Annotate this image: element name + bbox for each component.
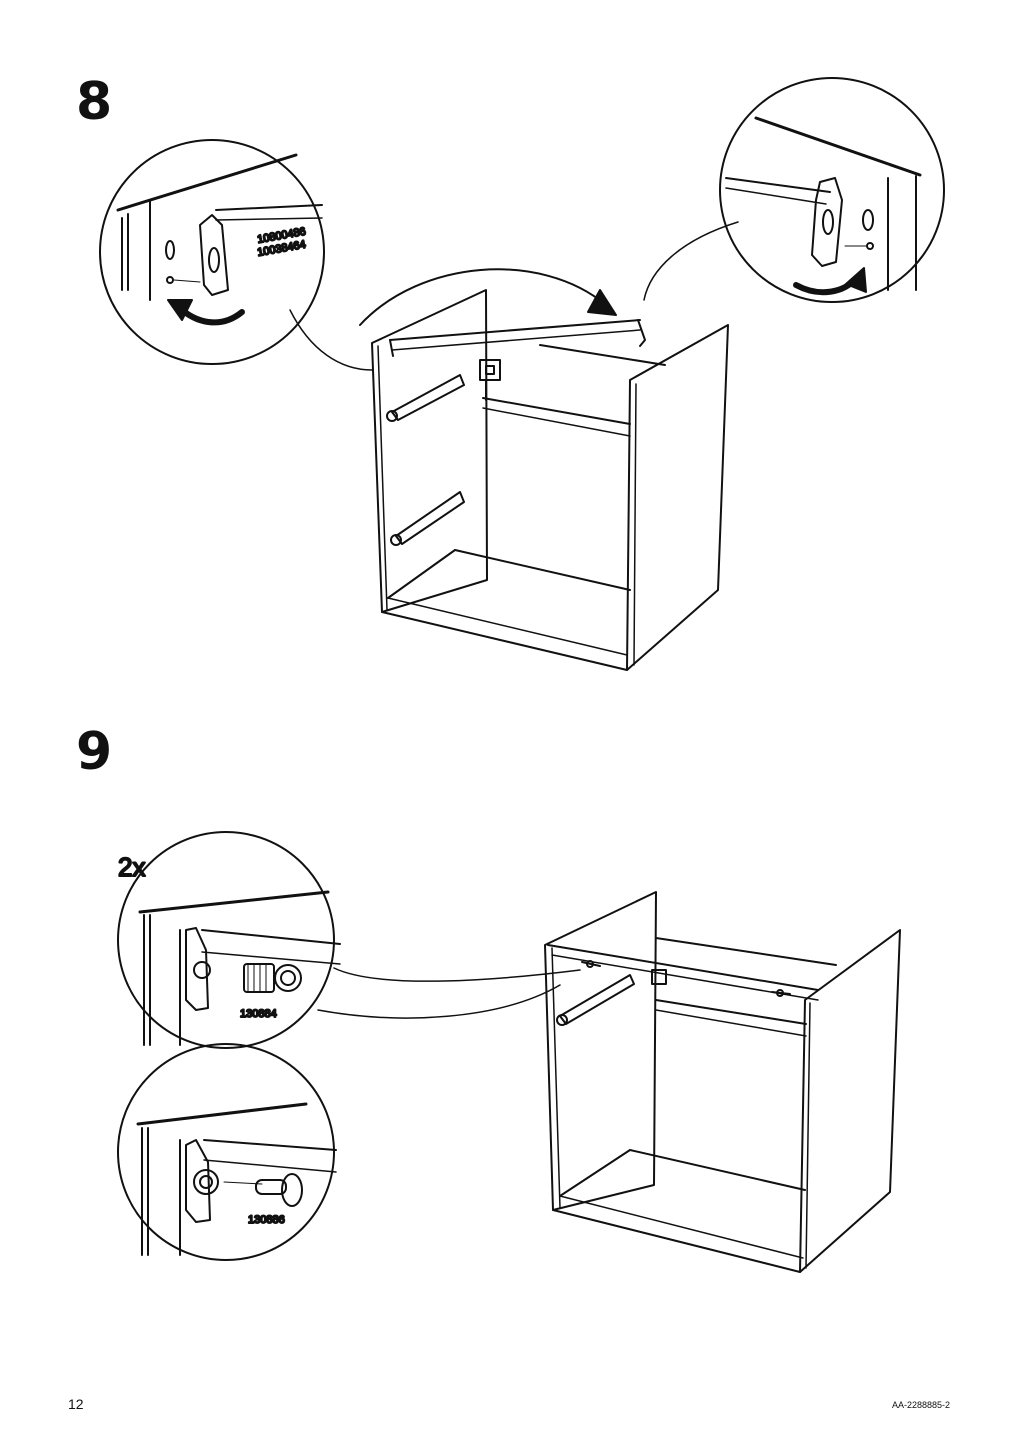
- step8-cabinet: [371, 289, 729, 671]
- part-label-130886: 130886: [248, 1214, 285, 1226]
- document-code: AA-2288885-2: [891, 1400, 950, 1410]
- part-label-130884: 130884: [240, 1008, 277, 1020]
- step-8-number: 8: [76, 72, 113, 132]
- step9-detail-bottom: [117, 1043, 337, 1261]
- step8-detail-right: [643, 77, 945, 303]
- step9-cabinet: [544, 891, 901, 1273]
- step8-detail-left: [99, 139, 373, 371]
- page-number: 12: [68, 1396, 84, 1412]
- step9-detail-top: [117, 831, 581, 1049]
- quantity-2x: 2x: [118, 852, 145, 882]
- step-9-number: 9: [76, 722, 113, 782]
